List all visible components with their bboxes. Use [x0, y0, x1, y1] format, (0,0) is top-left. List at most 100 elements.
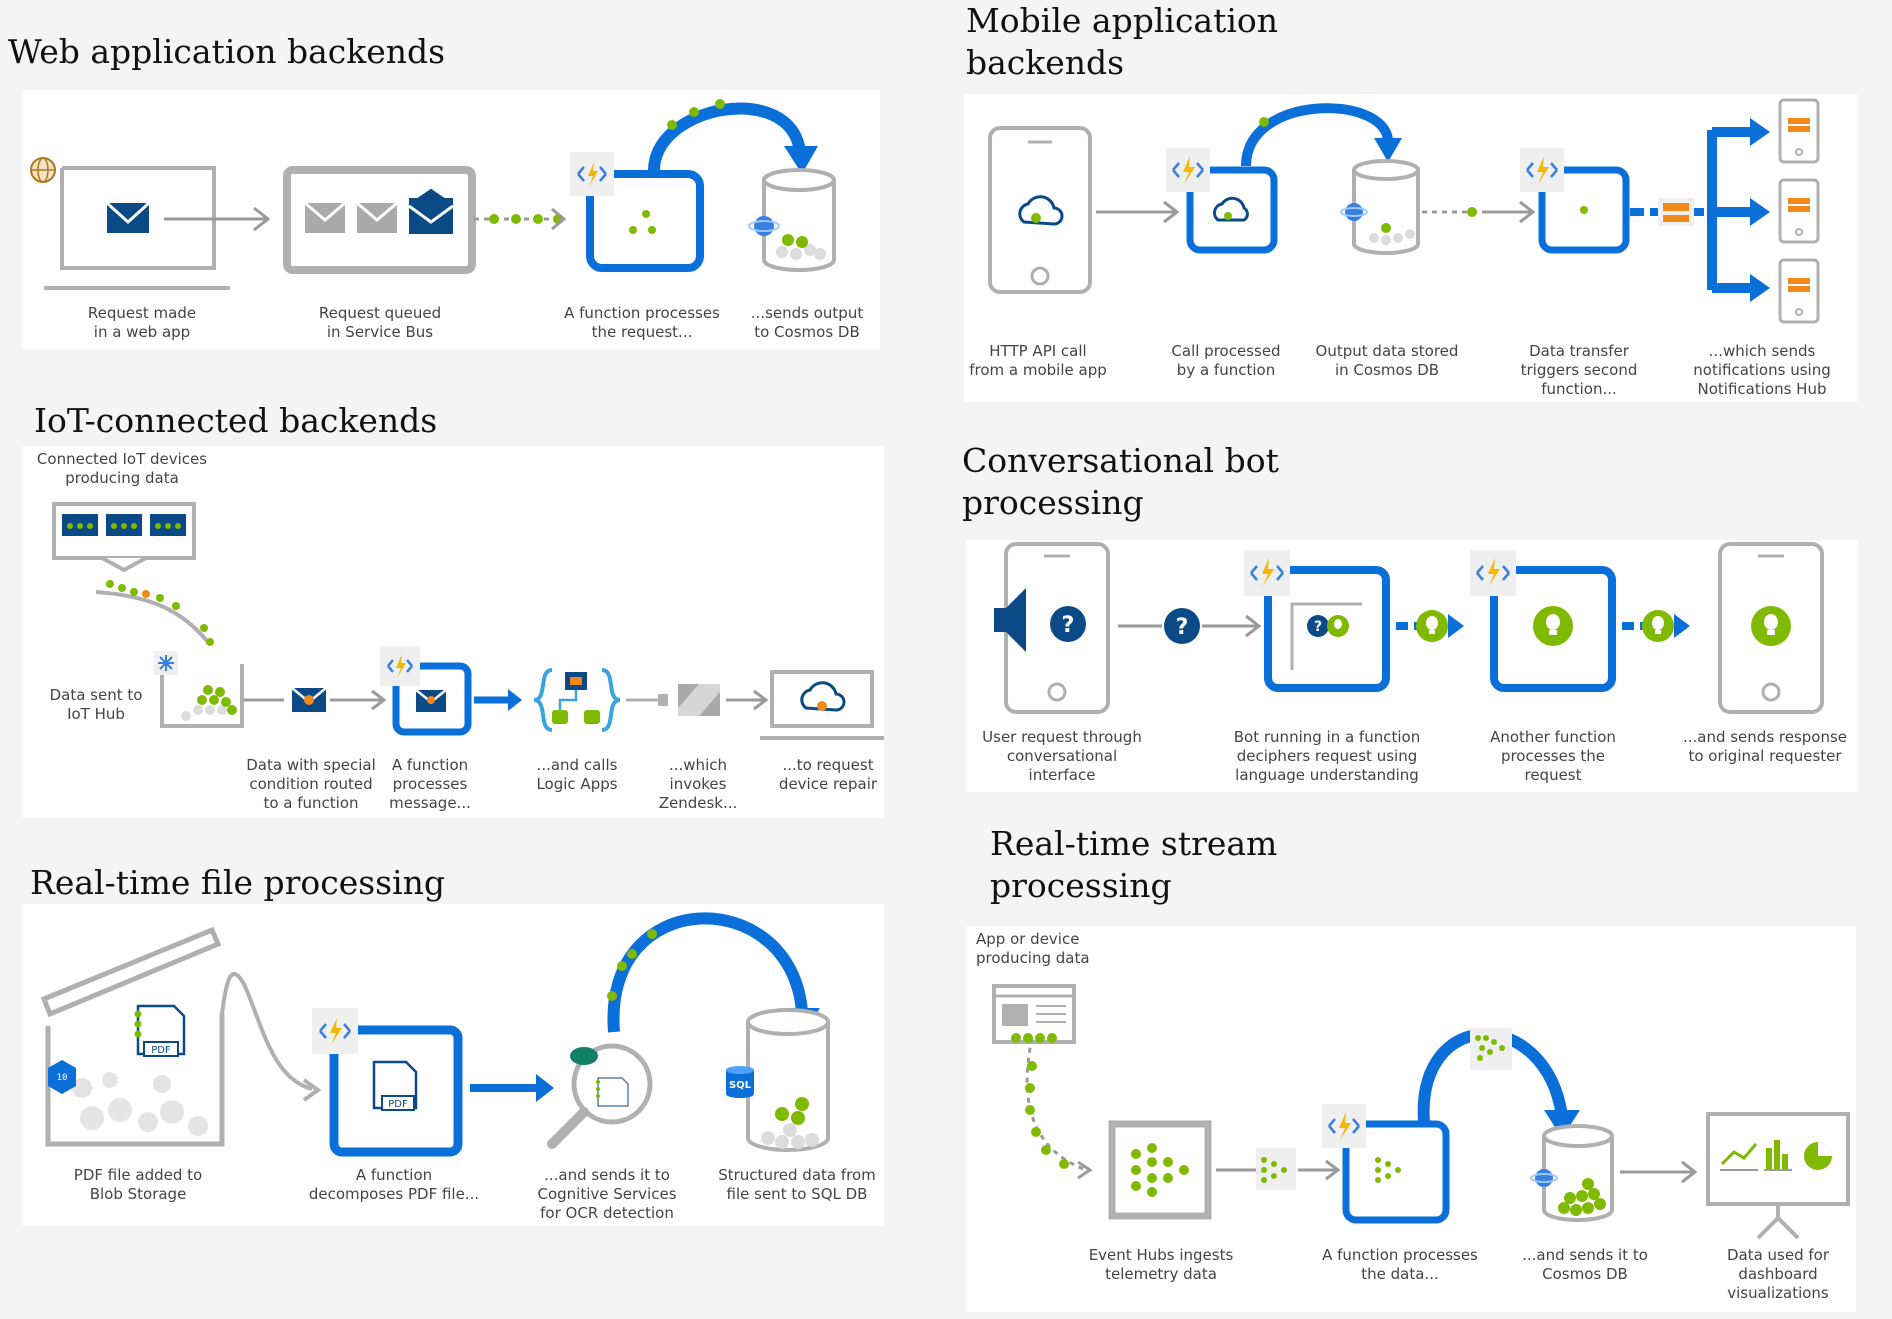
bot-caption-2: Bot running in a function deciphers requ…	[1233, 728, 1421, 784]
app-device-icon	[992, 984, 1076, 1044]
iot-caption-6: ...to request device repair	[778, 756, 878, 793]
file-caption-3: ...and sends it to Cognitive Services fo…	[537, 1166, 677, 1222]
bot-caption-1: User request through conversational inte…	[982, 728, 1142, 784]
envelope-icon	[105, 201, 151, 233]
iot-caption-3: A function processes message...	[389, 756, 471, 812]
mobile-panel: HTTP API call from a mobile app Call pro…	[964, 94, 1858, 402]
file-caption-1: PDF file added to Blob Storage	[73, 1166, 203, 1203]
svg-text:?: ?	[1314, 619, 1322, 635]
stream-source-caption: App or device producing data	[976, 930, 1090, 967]
svg-text:?: ?	[1176, 615, 1189, 640]
speaker-icon	[994, 588, 1026, 652]
mobile-caption-3: Output data stored in Cosmos DB	[1315, 342, 1459, 379]
web-diagram	[30, 99, 836, 290]
iot-devices-caption: Connected IoT devices producing data	[36, 450, 208, 487]
web-caption-2: Request queued in Service Bus	[318, 304, 442, 341]
mobile-caption-5: ...which sends notifications using Notif…	[1693, 342, 1831, 398]
stream-caption-4: Data used for dashboard visualizations	[1726, 1246, 1830, 1302]
function-icon	[570, 152, 704, 272]
file-panel: 10 PDF PDF	[22, 904, 884, 1226]
globe-icon	[30, 157, 56, 183]
web-caption-3: A function processes the request...	[564, 304, 720, 341]
mobile-caption-2: Call processed by a function	[1171, 342, 1281, 379]
function-icon: ?	[1244, 550, 1390, 692]
flow-arc	[1417, 1028, 1580, 1138]
stream-caption-3: ...and sends it to Cosmos DB	[1522, 1246, 1648, 1283]
arrow	[1202, 614, 1262, 638]
function-icon	[1322, 1104, 1450, 1224]
mobile-section-title: Mobile application backends	[966, 1, 1279, 82]
phone-icon	[1778, 98, 1820, 324]
mobile-caption-4: Data transfer triggers second function..…	[1520, 342, 1638, 398]
svg-text:?: ?	[1062, 613, 1075, 638]
zendesk-icon	[678, 684, 720, 716]
blob-storage-icon: 10	[40, 926, 322, 1147]
function-icon	[1166, 148, 1278, 254]
file-caption-4: Structured data from file sent to SQL DB	[718, 1166, 876, 1203]
sql-icon: SQL	[726, 1008, 830, 1152]
stream-section-title: Real-time stream processing	[990, 824, 1278, 905]
pdf-label: PDF	[151, 1045, 171, 1056]
iot-caption-1: Data sent to IoT Hub	[49, 686, 143, 723]
iot-devices-icon	[52, 502, 196, 573]
function-icon	[380, 646, 472, 736]
cognitive-services-icon	[547, 1043, 653, 1149]
file-caption-2: A function decomposes PDF file...	[308, 1166, 480, 1203]
stream-panel: App or device producing data Event Hubs …	[966, 926, 1856, 1312]
arrow	[164, 206, 271, 232]
request-frame	[44, 166, 230, 290]
bot-panel: ? ? ?	[966, 540, 1858, 792]
web-caption-1: Request made in a web app	[87, 304, 197, 341]
question-icon: ?	[1050, 606, 1086, 642]
question-icon: ?	[1164, 608, 1200, 644]
data-packet	[1256, 1148, 1296, 1190]
iot-caption-2: Data with special condition routed to a …	[246, 756, 376, 812]
web-section-title: Web application backends	[8, 32, 446, 71]
flow-arc	[1241, 103, 1402, 167]
data-stream	[1011, 1033, 1093, 1180]
iot-hub-icon	[154, 651, 244, 728]
arrow	[470, 1074, 554, 1102]
phone-icon	[988, 126, 1092, 294]
stream-caption-1: Event Hubs ingests telemetry data	[1088, 1246, 1234, 1283]
data-stream	[95, 580, 214, 646]
svg-text:10: 10	[57, 1073, 68, 1083]
arrow	[330, 689, 387, 711]
arrow	[1298, 1159, 1341, 1181]
arrow	[726, 689, 769, 711]
cosmos-db-icon	[1340, 159, 1420, 255]
bot-diagram: ? ? ?	[994, 542, 1824, 714]
iot-caption-4: ...and calls Logic Apps	[536, 756, 618, 793]
iot-caption-5: ...which invokes Zendesk...	[658, 756, 738, 812]
pdf-label: PDF	[388, 1099, 408, 1110]
arrow	[1620, 1160, 1698, 1184]
service-bus-icon	[304, 188, 454, 234]
envelope-icon	[291, 687, 327, 712]
function-icon	[1470, 550, 1616, 692]
dotted-connector	[1422, 200, 1536, 224]
sql-label: SQL	[729, 1080, 752, 1091]
logic-apps-icon	[533, 668, 621, 732]
web-caption-4: ...sends output to Cosmos DB	[750, 304, 864, 341]
event-hubs-icon	[1108, 1120, 1212, 1220]
mobile-diagram	[988, 98, 1820, 324]
iot-diagram	[52, 502, 884, 740]
stream-caption-2: A function processes the data...	[1322, 1246, 1478, 1283]
dashboard-chart-icon	[1706, 1112, 1850, 1240]
iot-panel: Connected IoT devices producing data Dat…	[22, 446, 884, 818]
laptop-cloud-icon	[760, 670, 884, 740]
bot-caption-3: Another function processes the request	[1490, 728, 1616, 784]
bot-section-title: Conversational bot processing	[962, 441, 1279, 522]
cosmos-db-icon	[1530, 1124, 1614, 1222]
lightbulb-connector	[1622, 610, 1690, 642]
connector	[626, 694, 668, 706]
phone-icon	[1718, 542, 1824, 714]
pdf-icon: PDF	[134, 1004, 186, 1057]
web-panel: Request made in a web app Request queued…	[22, 90, 880, 349]
function-icon	[1520, 148, 1630, 254]
service-bus-frame	[283, 166, 476, 274]
bot-caption-4: ...and sends response to original reques…	[1682, 728, 1848, 765]
file-diagram: 10 PDF PDF	[40, 912, 830, 1157]
dotted-connector	[474, 207, 567, 231]
mobile-caption-1: HTTP API call from a mobile app	[969, 342, 1107, 379]
